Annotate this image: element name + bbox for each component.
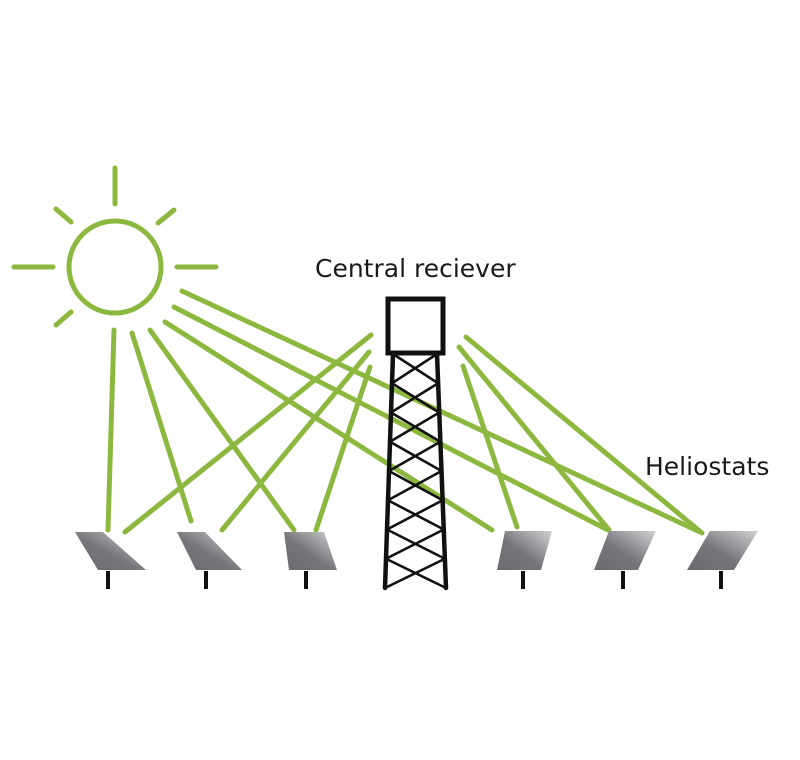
heliostats-label: Heliostats bbox=[645, 452, 770, 481]
incoming-ray bbox=[105, 327, 117, 533]
heliostat-mirror bbox=[75, 532, 146, 570]
incoming-rays bbox=[105, 288, 703, 535]
tower-brace bbox=[386, 469, 443, 502]
heliostat-mirror bbox=[284, 532, 337, 570]
heliostat-mirror bbox=[594, 531, 656, 570]
incoming-ray bbox=[162, 319, 495, 533]
heliostat-field bbox=[75, 531, 758, 589]
reflected-ray bbox=[219, 349, 372, 533]
incoming-ray bbox=[147, 327, 297, 533]
tower-brace bbox=[390, 352, 439, 385]
tower-brace bbox=[385, 498, 444, 531]
heliostat bbox=[284, 532, 337, 589]
incoming-ray bbox=[129, 330, 194, 524]
heliostat-mirror bbox=[177, 532, 242, 570]
tower-brace bbox=[383, 557, 447, 590]
sun-ray-top-left bbox=[53, 206, 74, 225]
heliostat bbox=[594, 531, 656, 589]
sun-icon bbox=[11, 165, 219, 328]
reflected-rays bbox=[122, 332, 705, 536]
tower-brace bbox=[384, 528, 446, 561]
heliostat bbox=[75, 532, 146, 589]
reflected-ray bbox=[456, 344, 612, 533]
tower-brace bbox=[388, 411, 441, 444]
heliostat-mirror bbox=[497, 531, 552, 570]
heliostat-mirror bbox=[687, 531, 758, 570]
heliostat bbox=[497, 531, 552, 589]
heliostat bbox=[177, 532, 242, 589]
tower-lattice bbox=[382, 351, 449, 591]
tower-brace bbox=[387, 440, 442, 473]
sun-disc bbox=[66, 218, 164, 316]
tower-brace bbox=[389, 381, 440, 414]
reflected-ray bbox=[463, 334, 705, 536]
heliostat bbox=[687, 531, 758, 589]
receiver-tower bbox=[382, 296, 449, 591]
sun-ray-top-right bbox=[155, 207, 177, 226]
receiver-box bbox=[385, 296, 446, 356]
reflected-ray bbox=[460, 363, 520, 530]
reflected-ray bbox=[122, 332, 374, 535]
central-receiver-label: Central reciever bbox=[315, 254, 516, 283]
reflected-ray bbox=[313, 364, 373, 533]
sun-ray-bottom-left bbox=[53, 309, 74, 328]
